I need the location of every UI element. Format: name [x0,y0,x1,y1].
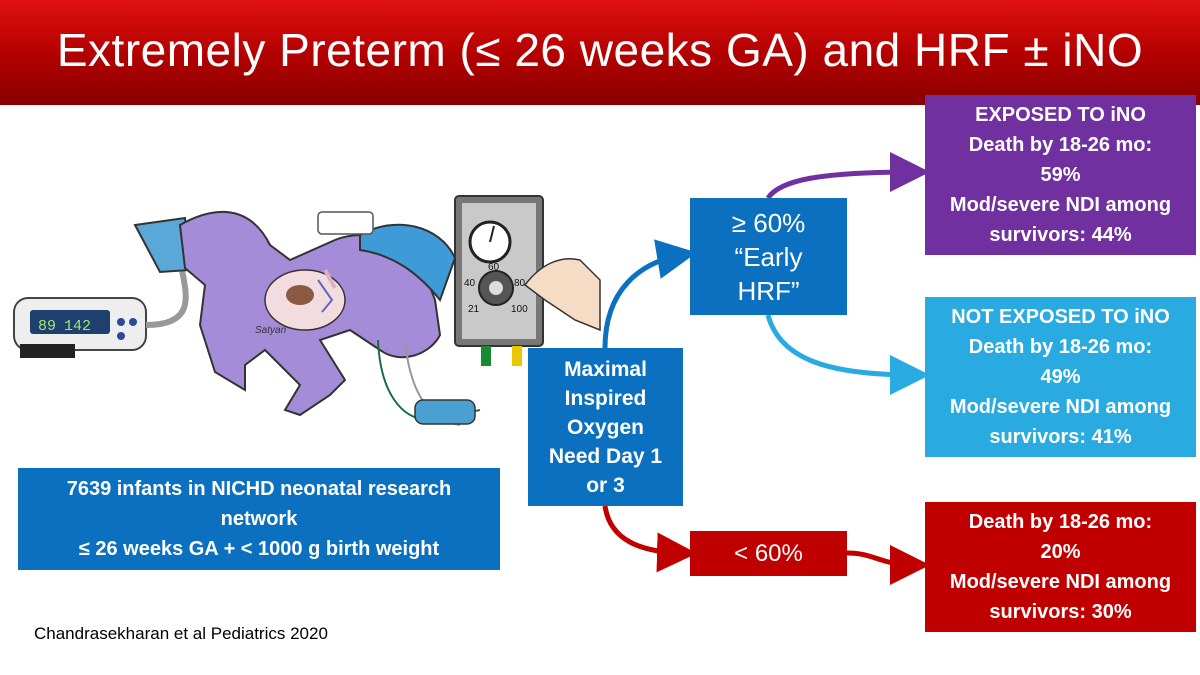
exposed-line-1: EXPOSED TO iNO [975,104,1146,126]
blender-mark-80: 80 [514,278,526,289]
maximal-line-3: Oxygen [566,415,645,439]
cohort-box: 7639 infants in NICHD neonatal research … [18,468,500,570]
low-oxygen-outcome-box: Death by 18-26 mo: 20% Mod/severe NDI am… [925,502,1196,632]
hand-icon [523,258,601,332]
spo2-readout: 89 [38,318,56,335]
exposed-line-2: Death by 18-26 mo: [968,134,1153,156]
exposed-line-3: 59% [1040,164,1081,186]
blender-mark-100: 100 [511,304,528,315]
arrow-to-early-hrf [602,239,697,349]
arrow-to-low-oxygen [602,505,697,573]
not-exposed-line-1: NOT EXPOSED TO iNO [951,306,1170,328]
cohort-line-2: network [220,508,298,530]
early-line-1: ≥ 60% [731,207,806,238]
title-banner: Extremely Preterm (≤ 26 weeks GA) and HR… [0,0,1200,105]
low-outcome-line-2: 20% [1040,541,1081,563]
maximal-line-4: Need Day 1 [548,444,663,468]
infant-body [178,211,442,417]
early-hrf-box: ≥ 60% “Early HRF” [690,198,847,315]
low-outcome-line-1: Death by 18-26 mo: [968,511,1153,533]
not-exposed-ino-box: NOT EXPOSED TO iNO Death by 18-26 mo: 49… [925,297,1196,457]
low-label: < 60% [734,539,803,567]
low-outcome-line-3: Mod/severe NDI among [949,571,1172,593]
exposed-line-4: Mod/severe NDI among [949,194,1172,216]
arrow-to-not-exposed [765,314,930,395]
maximal-line-5: or 3 [586,473,625,497]
heart-rate-readout: 142 [64,318,91,335]
arrow-to-exposed [765,152,930,200]
cohort-line-3: ≤ 26 weeks GA + < 1000 g birth weight [78,538,440,560]
citation: Chandrasekharan et al Pediatrics 2020 [34,624,328,643]
maximal-line-1: Maximal [564,357,647,381]
not-exposed-line-5: survivors: 41% [989,426,1132,448]
exposed-ino-box: EXPOSED TO iNO Death by 18-26 mo: 59% Mo… [925,95,1196,255]
cohort-line-1: 7639 infants in NICHD neonatal research [66,478,452,500]
not-exposed-line-3: 49% [1040,366,1081,388]
early-line-2: “Early [734,241,803,272]
slide-title: Extremely Preterm (≤ 26 weeks GA) and HR… [56,24,1144,76]
exposed-line-5: survivors: 44% [989,224,1132,246]
low-outcome-line-4: survivors: 30% [989,601,1132,623]
not-exposed-line-2: Death by 18-26 mo: [968,336,1153,358]
not-exposed-line-4: Mod/severe NDI among [949,396,1172,418]
pulse-oximeter-icon: 89 142 [13,297,147,358]
artist-signature: Satyan [255,325,287,336]
blender-mark-21: 21 [468,304,480,315]
arrow-to-low-outcome [846,544,930,585]
low-oxygen-box: < 60% [690,531,847,576]
oxygen-blender-icon: 60 40 80 21 100 [454,195,544,366]
blender-mark-60: 60 [488,262,500,273]
maximal-line-2: Inspired [564,386,647,410]
early-line-3: HRF” [737,275,800,306]
maximal-oxygen-box: Maximal Inspired Oxygen Need Day 1 or 3 [528,348,683,506]
blender-mark-40: 40 [464,278,476,289]
